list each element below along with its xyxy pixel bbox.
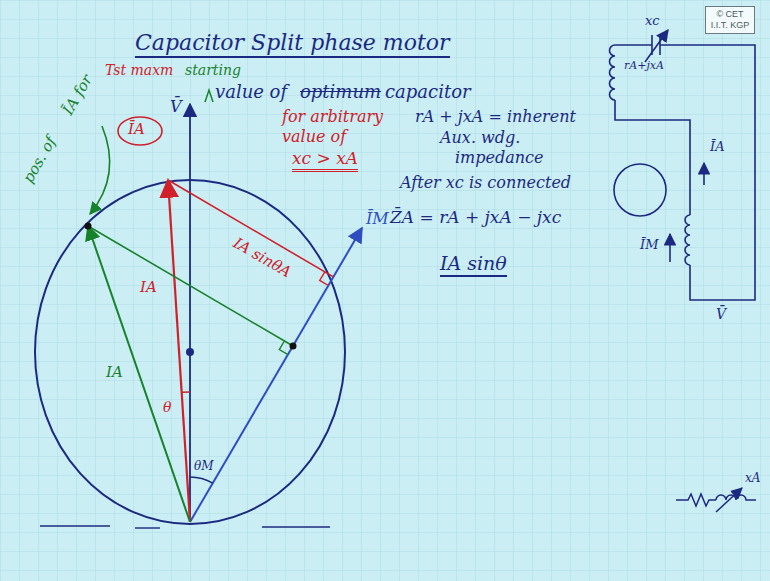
foot-dot [290, 343, 297, 350]
tip-dot [85, 223, 92, 230]
ground-stroke [262, 526, 330, 527]
slide-title: Capacitor Split phase motor [135, 30, 450, 58]
copyright-box: © CET I.I.T. KGP [705, 6, 755, 34]
angle-label: θM [194, 460, 214, 474]
inserted-word: starting [185, 62, 241, 78]
phasor-label: IA [140, 279, 157, 296]
red-perpendicular [168, 180, 333, 277]
voltage-phasor [189, 104, 191, 522]
insert-caret [205, 90, 213, 102]
phasor-label: IA [106, 364, 123, 381]
condition-note: for arbitrary [282, 108, 383, 126]
reactance-label: xA [745, 472, 760, 486]
subtitle-word: value of [215, 82, 287, 103]
highlight-ring [118, 117, 162, 145]
current-label: ĪA [710, 140, 725, 155]
subtitle-word: capacitor [385, 82, 471, 103]
current-label: ĪM [640, 238, 658, 253]
angle-label: θ [163, 399, 171, 415]
position-note: pos. of [20, 134, 60, 186]
struck-word: optimum [300, 82, 381, 103]
ground-stroke [135, 527, 160, 528]
impedance-note: rA + jxA = inherent [415, 108, 576, 126]
capacitor-label: xc [645, 14, 660, 29]
component-label: IA sinθA [230, 235, 294, 282]
ground-stroke [40, 525, 110, 526]
right-angle-mark [279, 341, 288, 355]
winding-label: rA+jxA [624, 60, 664, 73]
impedance-note: impedance [455, 149, 544, 167]
copyright-text: © CET I.I.T. KGP [709, 9, 751, 31]
condition-note: value of [282, 128, 346, 146]
angle-arc [190, 477, 213, 483]
motor-circuit [610, 30, 756, 300]
main-current-phasor [190, 228, 362, 522]
condition-note: xc > xA [292, 149, 358, 172]
optimum-current-phasor [88, 226, 190, 522]
green-perpendicular [88, 226, 293, 346]
connection-note: After xc is connected [400, 174, 571, 192]
torque-term: IA sinθ [440, 253, 507, 277]
impedance-equation: Z̄A = rA + jxA − jxc [390, 208, 561, 228]
voltage-label: V̄ [716, 306, 726, 322]
phasor-label: ĪM [366, 210, 389, 228]
impedance-note: Aux. wdg. [440, 129, 520, 147]
angle-arc [182, 391, 190, 393]
position-note: ĪA for [60, 72, 97, 118]
right-angle-mark [320, 272, 329, 286]
torque-note: Tst maxm [105, 62, 173, 78]
centre-dot [186, 348, 194, 356]
pointer-arrow [90, 126, 110, 214]
phasor-label: V̄ [170, 98, 182, 116]
phasor-label: ĪA [128, 121, 145, 138]
impedance-symbol [676, 488, 756, 512]
